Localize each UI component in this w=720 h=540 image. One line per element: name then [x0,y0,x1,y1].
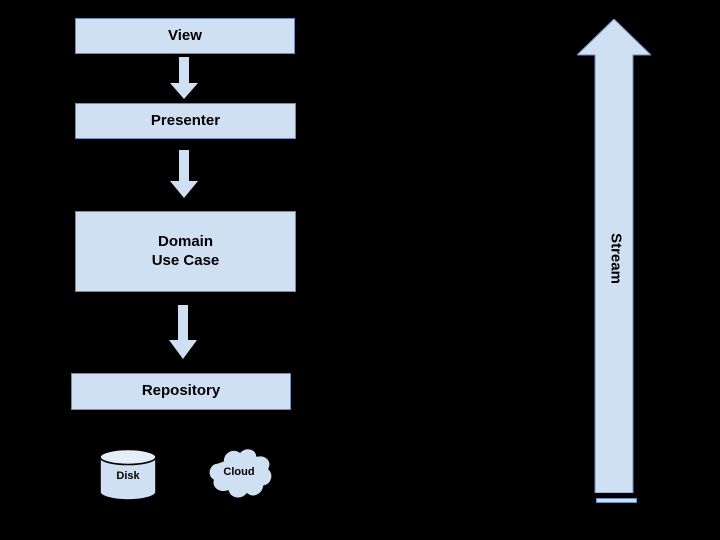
stream-base-bar [596,498,637,503]
arrow-view-to-presenter [170,57,198,99]
node-presenter[interactable]: Presenter [75,103,296,139]
stream-label: Stream [607,233,625,284]
arrow-presenter-to-domain [170,150,198,198]
store-disk-label: Disk [116,470,140,482]
stream-arrow [577,19,651,493]
node-view-label: View [168,26,202,44]
arrow-domain-to-repository [169,305,197,359]
store-cloud[interactable] [203,445,275,503]
store-disk[interactable] [99,449,157,500]
node-presenter-label: Presenter [150,111,221,129]
store-cloud-label: Cloud [223,466,255,478]
node-domain-use-case[interactable]: Domain Use Case [75,211,296,292]
node-domain-use-case-label: Domain Use Case [151,233,220,269]
node-repository[interactable]: Repository [71,373,291,410]
node-view[interactable]: View [75,18,295,54]
node-repository-label: Repository [141,382,221,400]
